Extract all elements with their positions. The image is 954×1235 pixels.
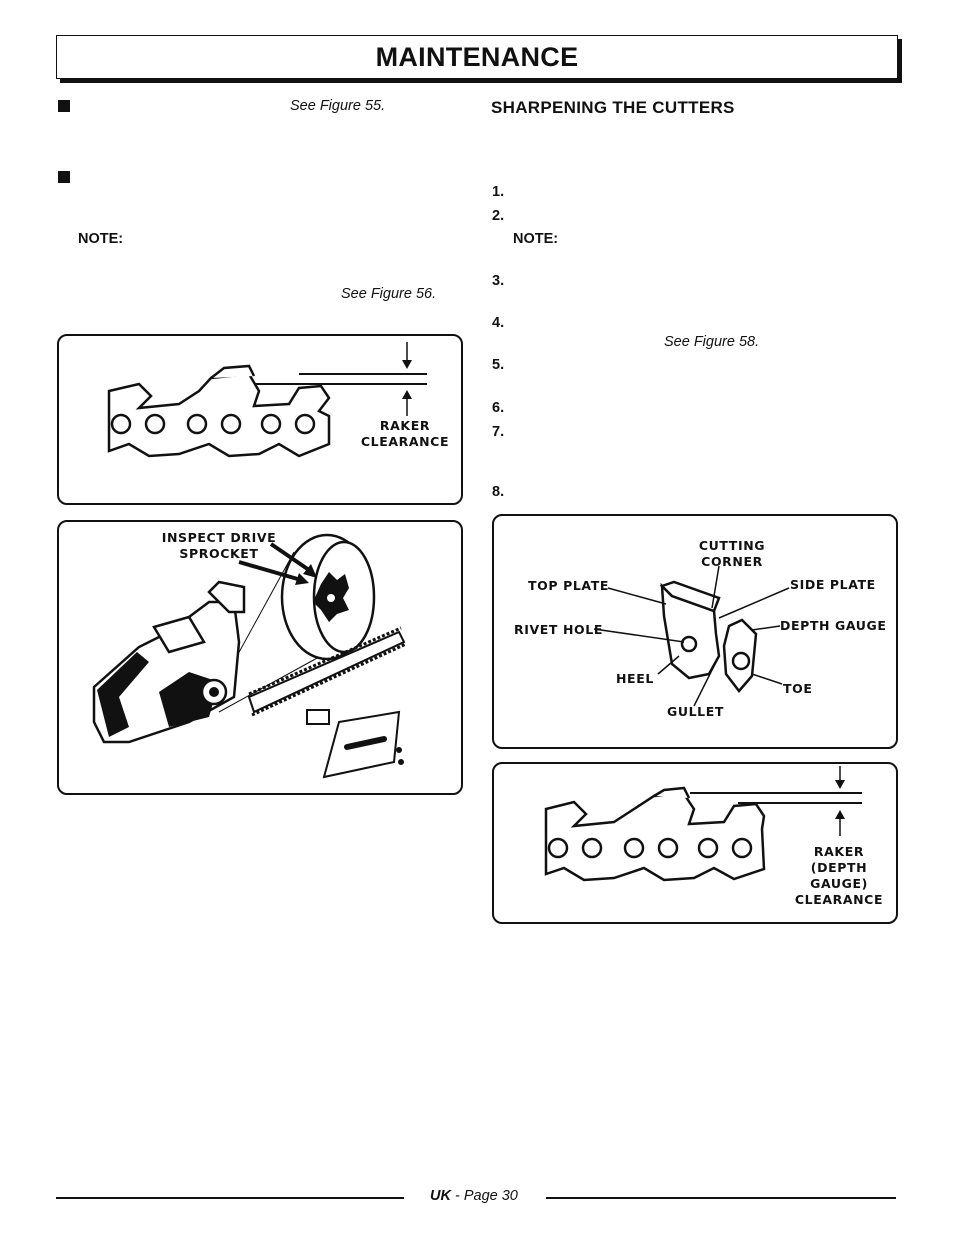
top-plate-label: TOP PLATE (528, 578, 609, 593)
page-title-box: MAINTENANCE (56, 35, 898, 79)
raker-depth-gauge-clearance-label: RAKER (DEPTH GAUGE) CLEARANCE (784, 844, 894, 908)
raker-clearance-label: RAKER CLEARANCE (355, 418, 455, 450)
cutter-illustration (593, 565, 790, 707)
label-line: RAKER (813, 844, 865, 859)
step-number: 1. (492, 184, 505, 200)
label-line: CUTTING (698, 538, 766, 553)
page-title: MAINTENANCE (375, 42, 579, 72)
step-number: 4. (492, 315, 505, 331)
cutting-corner-label: CUTTING CORNER (684, 538, 780, 570)
toe-label: TOE (783, 681, 813, 696)
footer-rule-left (56, 1197, 404, 1199)
section-heading: SHARPENING THE CUTTERS (491, 98, 735, 117)
figure-cutter-anatomy: CUTTING CORNER TOP PLATE SIDE PLATE RIVE… (492, 514, 898, 749)
note-label: NOTE: (78, 231, 124, 247)
note-label: NOTE: (513, 231, 559, 247)
bullet-marker (58, 100, 70, 112)
gullet-label: GULLET (667, 704, 725, 719)
label-line: CORNER (701, 554, 763, 569)
chain-illustration (107, 342, 427, 458)
page-number: UK - Page 30 (430, 1188, 518, 1204)
heel-label: HEEL (616, 671, 654, 686)
label-line: CLEARANCE (360, 434, 450, 449)
label-line: SPROCKET (179, 546, 259, 561)
step-number: 6. (492, 400, 505, 416)
chain-illustration (544, 766, 862, 882)
step-number: 2. (492, 208, 505, 224)
chainsaw-illustration (92, 533, 407, 779)
figure-raker-clearance: RAKER CLEARANCE (57, 334, 463, 505)
rivet-hole-label: RIVET HOLE (514, 622, 603, 637)
figure-depth-gauge-clearance: RAKER (DEPTH GAUGE) CLEARANCE (492, 762, 898, 924)
footer-page: - Page 30 (450, 1188, 518, 1204)
see-figure-55-ref: See Figure 55. (290, 98, 386, 114)
step-number: 7. (492, 424, 505, 440)
step-number: 5. (492, 357, 505, 373)
label-line: INSPECT DRIVE (161, 530, 277, 545)
depth-gauge-label: DEPTH GAUGE (780, 618, 887, 633)
see-figure-58-ref: See Figure 58. (664, 334, 760, 350)
step-number: 3. (492, 273, 505, 289)
label-line: (DEPTH GAUGE) (810, 860, 868, 891)
label-line: RAKER (379, 418, 431, 433)
footer-rule-right (546, 1197, 896, 1199)
inspect-drive-sprocket-label: INSPECT DRIVE SPROCKET (159, 530, 279, 562)
side-plate-label: SIDE PLATE (790, 577, 876, 592)
figure-drive-sprocket: INSPECT DRIVE SPROCKET (57, 520, 463, 795)
step-number: 8. (492, 484, 505, 500)
footer-region: UK (430, 1188, 451, 1204)
bullet-marker (58, 171, 70, 183)
see-figure-56-ref: See Figure 56. (341, 286, 437, 302)
label-line: CLEARANCE (794, 892, 884, 907)
